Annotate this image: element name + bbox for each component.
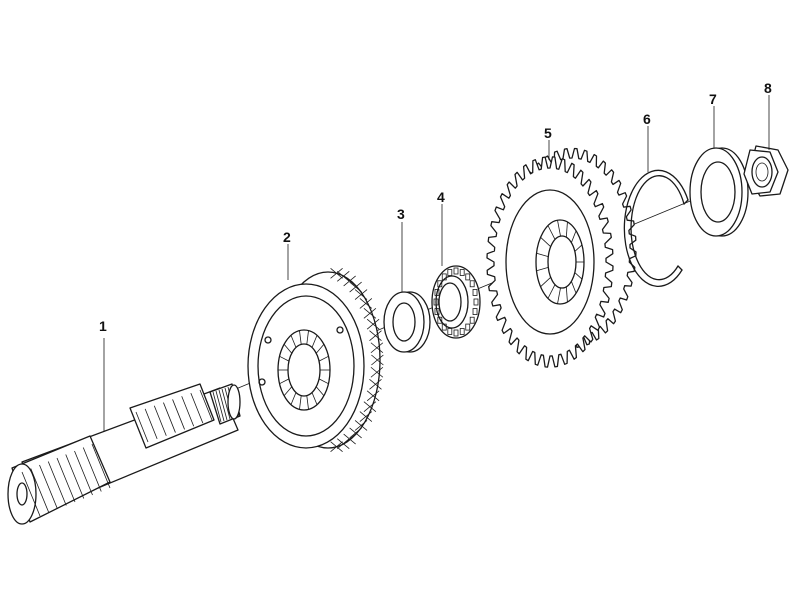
callout-2: 2 bbox=[283, 229, 291, 245]
callout-7: 7 bbox=[709, 91, 717, 107]
callout-1: 1 bbox=[99, 318, 107, 334]
callout-4: 4 bbox=[437, 189, 445, 205]
callout-6: 6 bbox=[643, 111, 651, 127]
splined-shaft-icon bbox=[7, 383, 241, 525]
spacer-ring-icon bbox=[383, 291, 431, 353]
hex-nut-icon bbox=[743, 145, 789, 197]
needle-bearing-icon bbox=[431, 265, 481, 339]
snap-ring-icon bbox=[623, 169, 689, 287]
callout-3: 3 bbox=[397, 206, 405, 222]
gear-icon bbox=[486, 147, 637, 368]
leader-lines bbox=[103, 95, 770, 432]
callout-8: 8 bbox=[764, 80, 772, 96]
callout-5: 5 bbox=[544, 125, 552, 141]
synchronizer-hub-icon bbox=[247, 268, 384, 452]
thrust-washer-icon bbox=[689, 147, 749, 237]
